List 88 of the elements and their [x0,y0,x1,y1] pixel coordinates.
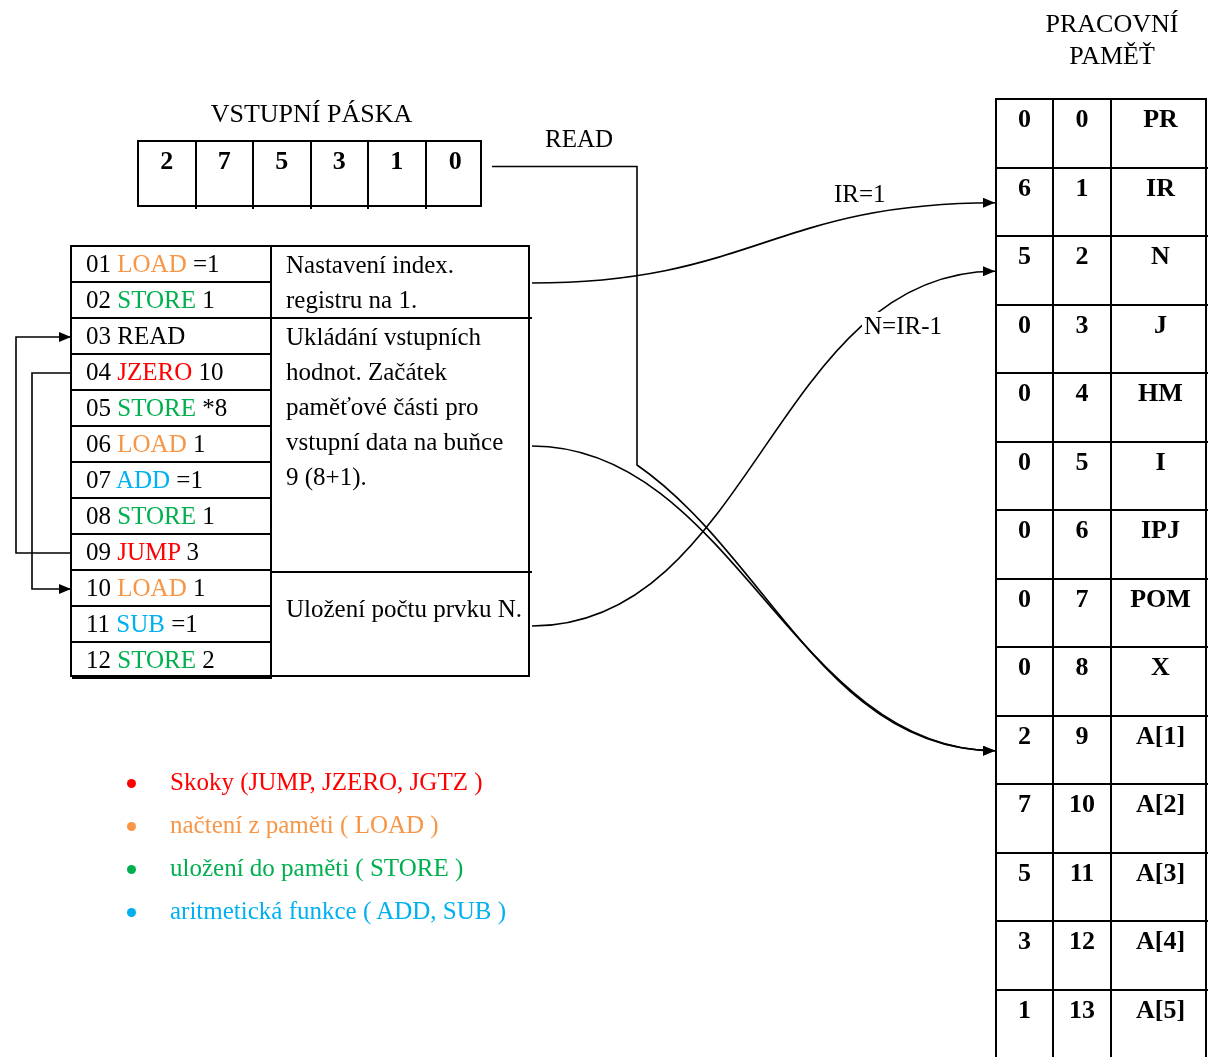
memory-value: 6 [1018,172,1031,203]
memory-value: 5 [1018,241,1031,271]
memory-value: A[2] [1135,789,1186,819]
instruction-cell: 05 STORE *8 [72,391,272,427]
memory-value: 11 [1069,857,1095,888]
arrow [15,332,73,554]
memory-value: I [1155,446,1166,477]
memory-value: 0 [1018,309,1031,340]
memory-row [997,442,1208,511]
memory-value: 0 [1018,652,1031,682]
instruction-cell: 11 SUB =1 [72,607,272,643]
memory-value: 0 [1018,378,1031,408]
arrow [491,165,996,755]
instruction-cell: 08 STORE 1 [72,499,272,535]
memory-value: IPJ [1141,515,1180,545]
memory-row [997,305,1208,374]
tape-cell: 0 [426,142,484,209]
memory-value: A[1] [1135,720,1186,751]
legend-text: Skoky (JUMP, JZERO, JGTZ ) [170,768,483,796]
memory-value: 9 [1075,720,1089,751]
memory-row [997,237,1208,306]
arrow [531,267,996,627]
memory-value: 0 [1075,104,1089,134]
memory-value: 3 [1075,309,1089,340]
instruction-cell: 01 LOAD =1 [72,247,272,283]
memory-value: IR [1146,172,1175,203]
memory-value: 3 [1018,926,1031,956]
memory-row [997,648,1208,717]
memory-value: 13 [1069,994,1095,1025]
comment-cell: Uložení počtu prvku N. [272,573,532,679]
memory-row [997,579,1208,648]
instruction-cell: 06 LOAD 1 [72,427,272,463]
legend-text: načtení z paměti ( LOAD ) [170,811,439,839]
memory-value: A[3] [1135,857,1186,888]
memory-value: 1 [1018,994,1031,1025]
program-table [70,245,530,677]
instruction-cell: 07 ADD =1 [72,463,272,499]
memory-value: 0 [1018,515,1031,545]
memory-value: N [1151,241,1170,271]
memory-value: 10 [1069,789,1095,819]
memory-value: 5 [1018,857,1031,888]
table-heading: PRACOVNÍ PAMĚŤ [1044,8,1180,72]
instruction-cell: 10 LOAD 1 [72,571,272,607]
table-heading: VSTUPNÍ PÁSKA [209,98,414,130]
legend-text: uložení do paměti ( STORE ) [170,854,464,882]
memory-value: HM [1138,378,1183,408]
memory-value: 1 [1075,172,1089,203]
memory-row [997,100,1208,169]
memory-row [997,511,1208,580]
instruction-cell: 12 STORE 2 [72,643,272,679]
comment-cell: Ukládání vstupních hodnot. Začátek paměťové části pro vstupní data na buňce 9 (8+1). [272,319,532,573]
memory-value: X [1151,652,1170,682]
memory-value: J [1154,309,1167,340]
memory-value: 6 [1075,515,1089,545]
memory-row [997,785,1208,854]
memory-row [997,922,1208,991]
memory-value: PR [1143,104,1178,134]
memory-value: A[4] [1135,926,1186,956]
tape-cell: 1 [369,142,427,209]
instruction-cell: 04 JZERO 10 [72,355,272,391]
memory-value: 0 [1018,104,1031,134]
memory-row [997,853,1208,922]
tape-cell: 3 [311,142,369,209]
tape-cell: 7 [196,142,254,209]
memory-value: 2 [1075,241,1089,271]
memory-value: 5 [1075,446,1089,477]
arrow [531,198,996,284]
memory-value: A[5] [1135,994,1186,1025]
memory-value: 4 [1075,378,1089,408]
tape-cell: 2 [139,142,197,209]
legend-text: aritmetická funkce ( ADD, SUB ) [170,897,507,925]
memory-value: 2 [1018,720,1031,751]
tape-cell: 5 [254,142,312,209]
memory-value: 0 [1018,446,1031,477]
instruction-cell: 02 STORE 1 [72,283,272,319]
memory-value: POM [1130,583,1191,614]
instruction-cell: 09 JUMP 3 [72,535,272,571]
memory-value: 7 [1018,789,1031,819]
comment-cell: Nastavení index. registru na 1. [272,247,532,319]
instruction-cell: 03 READ [72,319,272,355]
memory-row [997,716,1208,785]
memory-value: 12 [1069,926,1095,956]
memory-row [997,374,1208,443]
memory-value: 8 [1075,652,1089,682]
arrow [31,372,73,594]
memory-row [997,168,1208,237]
memory-value: 0 [1018,583,1031,614]
memory-value: 7 [1075,583,1089,614]
